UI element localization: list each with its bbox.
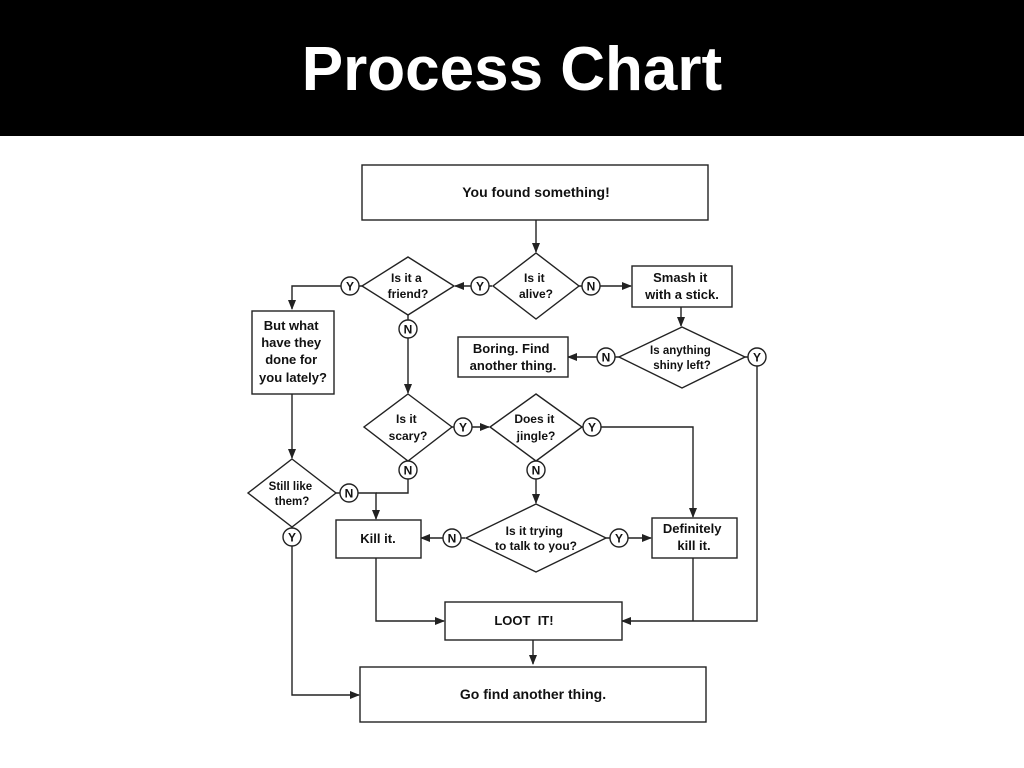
node-stilllike-line-2: them? [275, 496, 310, 508]
badge-talk-killit-no-text: N [448, 532, 457, 546]
connector-killit-loot [375, 558, 445, 625]
node-smash-line-2: with a stick. [644, 287, 719, 302]
node-jingle-diamond [488, 393, 584, 462]
node-found-label: You found something! [462, 184, 610, 200]
edge-badges: Y N Y N N Y Y Y [282, 276, 767, 548]
node-boring-box [457, 336, 569, 378]
box-nodes [251, 164, 738, 723]
node-loot-box [444, 601, 623, 641]
node-talk-diamond [464, 503, 608, 573]
node-defkill-line-2: kill it. [677, 538, 710, 553]
node-alive-label: Is it alive? [519, 271, 553, 301]
badge-friend-lately-yes: Y [340, 276, 360, 296]
node-alive-line-2: alive? [519, 287, 553, 301]
node-jingle-line-2: jingle? [516, 429, 556, 443]
badge-stilllike-gofind-yes-text: Y [288, 531, 296, 545]
node-boring-line-2: another thing. [470, 358, 557, 373]
node-gofind-box [359, 666, 707, 723]
badge-stilllike-gofind-yes: Y [282, 527, 302, 547]
node-defkill-box [651, 517, 738, 559]
node-scary-label: Is it scary? [389, 412, 428, 443]
badge-talk-killit-no: N [442, 528, 462, 548]
node-lately-line-1: But what [264, 318, 320, 333]
node-stilllike-label: Still like them? [269, 481, 316, 508]
node-loot-line-1: LOOT IT! [494, 613, 553, 628]
node-boring-line-1: Boring. Find [473, 341, 550, 356]
badge-alive-smash-no-text: N [587, 280, 596, 294]
node-smash-line-1: Smash it [653, 270, 708, 285]
node-smash-label: Smash it with a stick. [644, 270, 719, 302]
node-friend-line-1: Is it a [391, 271, 422, 285]
badge-friend-scary-no: N [398, 319, 418, 339]
badge-jingle-talk-no: N [526, 460, 546, 480]
badge-shiny-boring-no-text: N [602, 351, 611, 365]
node-lately-label: But what have they done for you lately? [259, 318, 327, 385]
connector-shiny-loot [621, 356, 758, 625]
badge-stilllike-killit-no: N [339, 483, 359, 503]
node-gofind-label: Go find another thing. [460, 686, 606, 702]
badge-jingle-talk-no-text: N [532, 464, 541, 478]
node-defkill-line-1: Definitely [663, 521, 722, 536]
badge-alive-smash-no: N [581, 276, 601, 296]
badge-friend-lately-yes-text: Y [346, 280, 354, 294]
node-smash-box [631, 265, 733, 308]
node-jingle-label: Does it jingle? [514, 412, 557, 443]
node-shiny-line-2: shiny left? [653, 360, 711, 372]
node-scary-line-1: Is it [396, 412, 417, 426]
node-gofind-line-1: Go find another thing. [460, 686, 606, 702]
node-lately-line-4: you lately? [259, 370, 327, 385]
badge-scary-jingle-yes-text: Y [459, 421, 467, 435]
badge-jingle-defkill-yes-text: Y [588, 421, 596, 435]
node-talk-line-1: Is it trying [506, 524, 563, 538]
node-stilllike-diamond [246, 458, 338, 528]
badge-scary-jingle-yes: Y [453, 417, 473, 437]
node-stilllike-line-1: Still like [269, 481, 312, 493]
node-jingle-line-1: Does it [514, 412, 554, 426]
badge-scary-killit-no: N [398, 460, 418, 480]
connector-stilllike-gofind [291, 527, 360, 699]
node-talk-label: Is it trying to talk to you? [495, 524, 577, 553]
node-found-line-1: You found something! [462, 184, 610, 200]
badge-talk-defkill-yes: Y [609, 528, 629, 548]
diamond-nodes [246, 252, 747, 573]
node-friend-line-2: friend? [388, 287, 429, 301]
node-alive-line-1: Is it [524, 271, 545, 285]
node-shiny-label: Is anything shiny left? [650, 345, 714, 372]
badge-friend-scary-no-text: N [404, 323, 413, 337]
node-lately-line-2: have they [261, 335, 322, 350]
node-shiny-line-1: Is anything [650, 345, 711, 357]
connector-friend-lately [288, 285, 362, 310]
node-killit-label: Kill it. [360, 531, 395, 546]
badge-shiny-loot-yes-text: Y [753, 351, 761, 365]
node-boring-label: Boring. Find another thing. [470, 341, 557, 373]
title-bar [0, 0, 1024, 136]
node-talk-line-2: to talk to you? [495, 539, 577, 553]
node-friend-diamond [360, 256, 456, 316]
node-shiny-diamond [617, 326, 747, 389]
node-killit-box [335, 519, 422, 559]
node-lately-line-3: done for [265, 352, 317, 367]
node-scary-line-2: scary? [389, 429, 428, 443]
badge-alive-friend-yes-text: Y [476, 280, 484, 294]
node-scary-diamond [362, 393, 454, 462]
node-loot-label: LOOT IT! [0, 0, 572, 628]
node-found-box [361, 164, 709, 221]
node-labels: You found something! Is it alive? Is it … [0, 0, 725, 702]
node-killit-line-1: Kill it. [360, 531, 395, 546]
badge-talk-defkill-yes-text: Y [615, 532, 623, 546]
connector-jingle-defkill [582, 426, 697, 518]
node-alive-diamond [491, 252, 581, 320]
badge-shiny-boring-no: N [596, 347, 616, 367]
badge-stilllike-killit-no-text: N [345, 487, 354, 501]
slide-title: Process Chart [301, 35, 723, 104]
node-friend-label: Is it a friend? [388, 271, 429, 301]
badge-shiny-loot-yes: Y [747, 347, 767, 367]
badge-alive-friend-yes: Y [470, 276, 490, 296]
badge-scary-killit-no-text: N [404, 464, 413, 478]
node-lately-box [251, 310, 335, 395]
badge-jingle-defkill-yes: Y [582, 417, 602, 437]
node-defkill-label: Definitely kill it. [663, 521, 725, 553]
